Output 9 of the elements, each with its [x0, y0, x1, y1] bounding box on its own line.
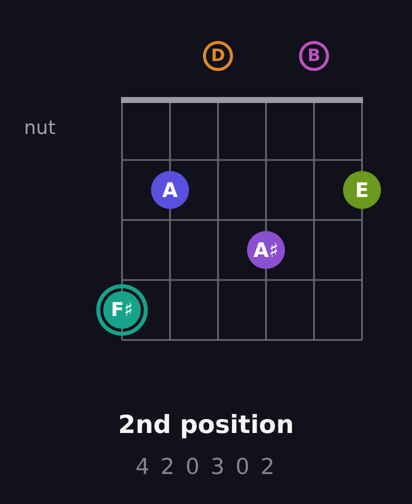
note-marker: A [151, 171, 189, 209]
position-title: 2nd position [118, 411, 294, 440]
nut-label: nut [24, 118, 56, 140]
open-string-marker: D [203, 41, 233, 71]
fingering-numbers: 4 2 0 3 0 2 [136, 455, 276, 480]
note-marker: A♯ [247, 231, 285, 269]
open-string-marker: B [299, 41, 329, 71]
note-marker: E [343, 171, 381, 209]
ringed-note-marker: F♯ [96, 284, 148, 336]
